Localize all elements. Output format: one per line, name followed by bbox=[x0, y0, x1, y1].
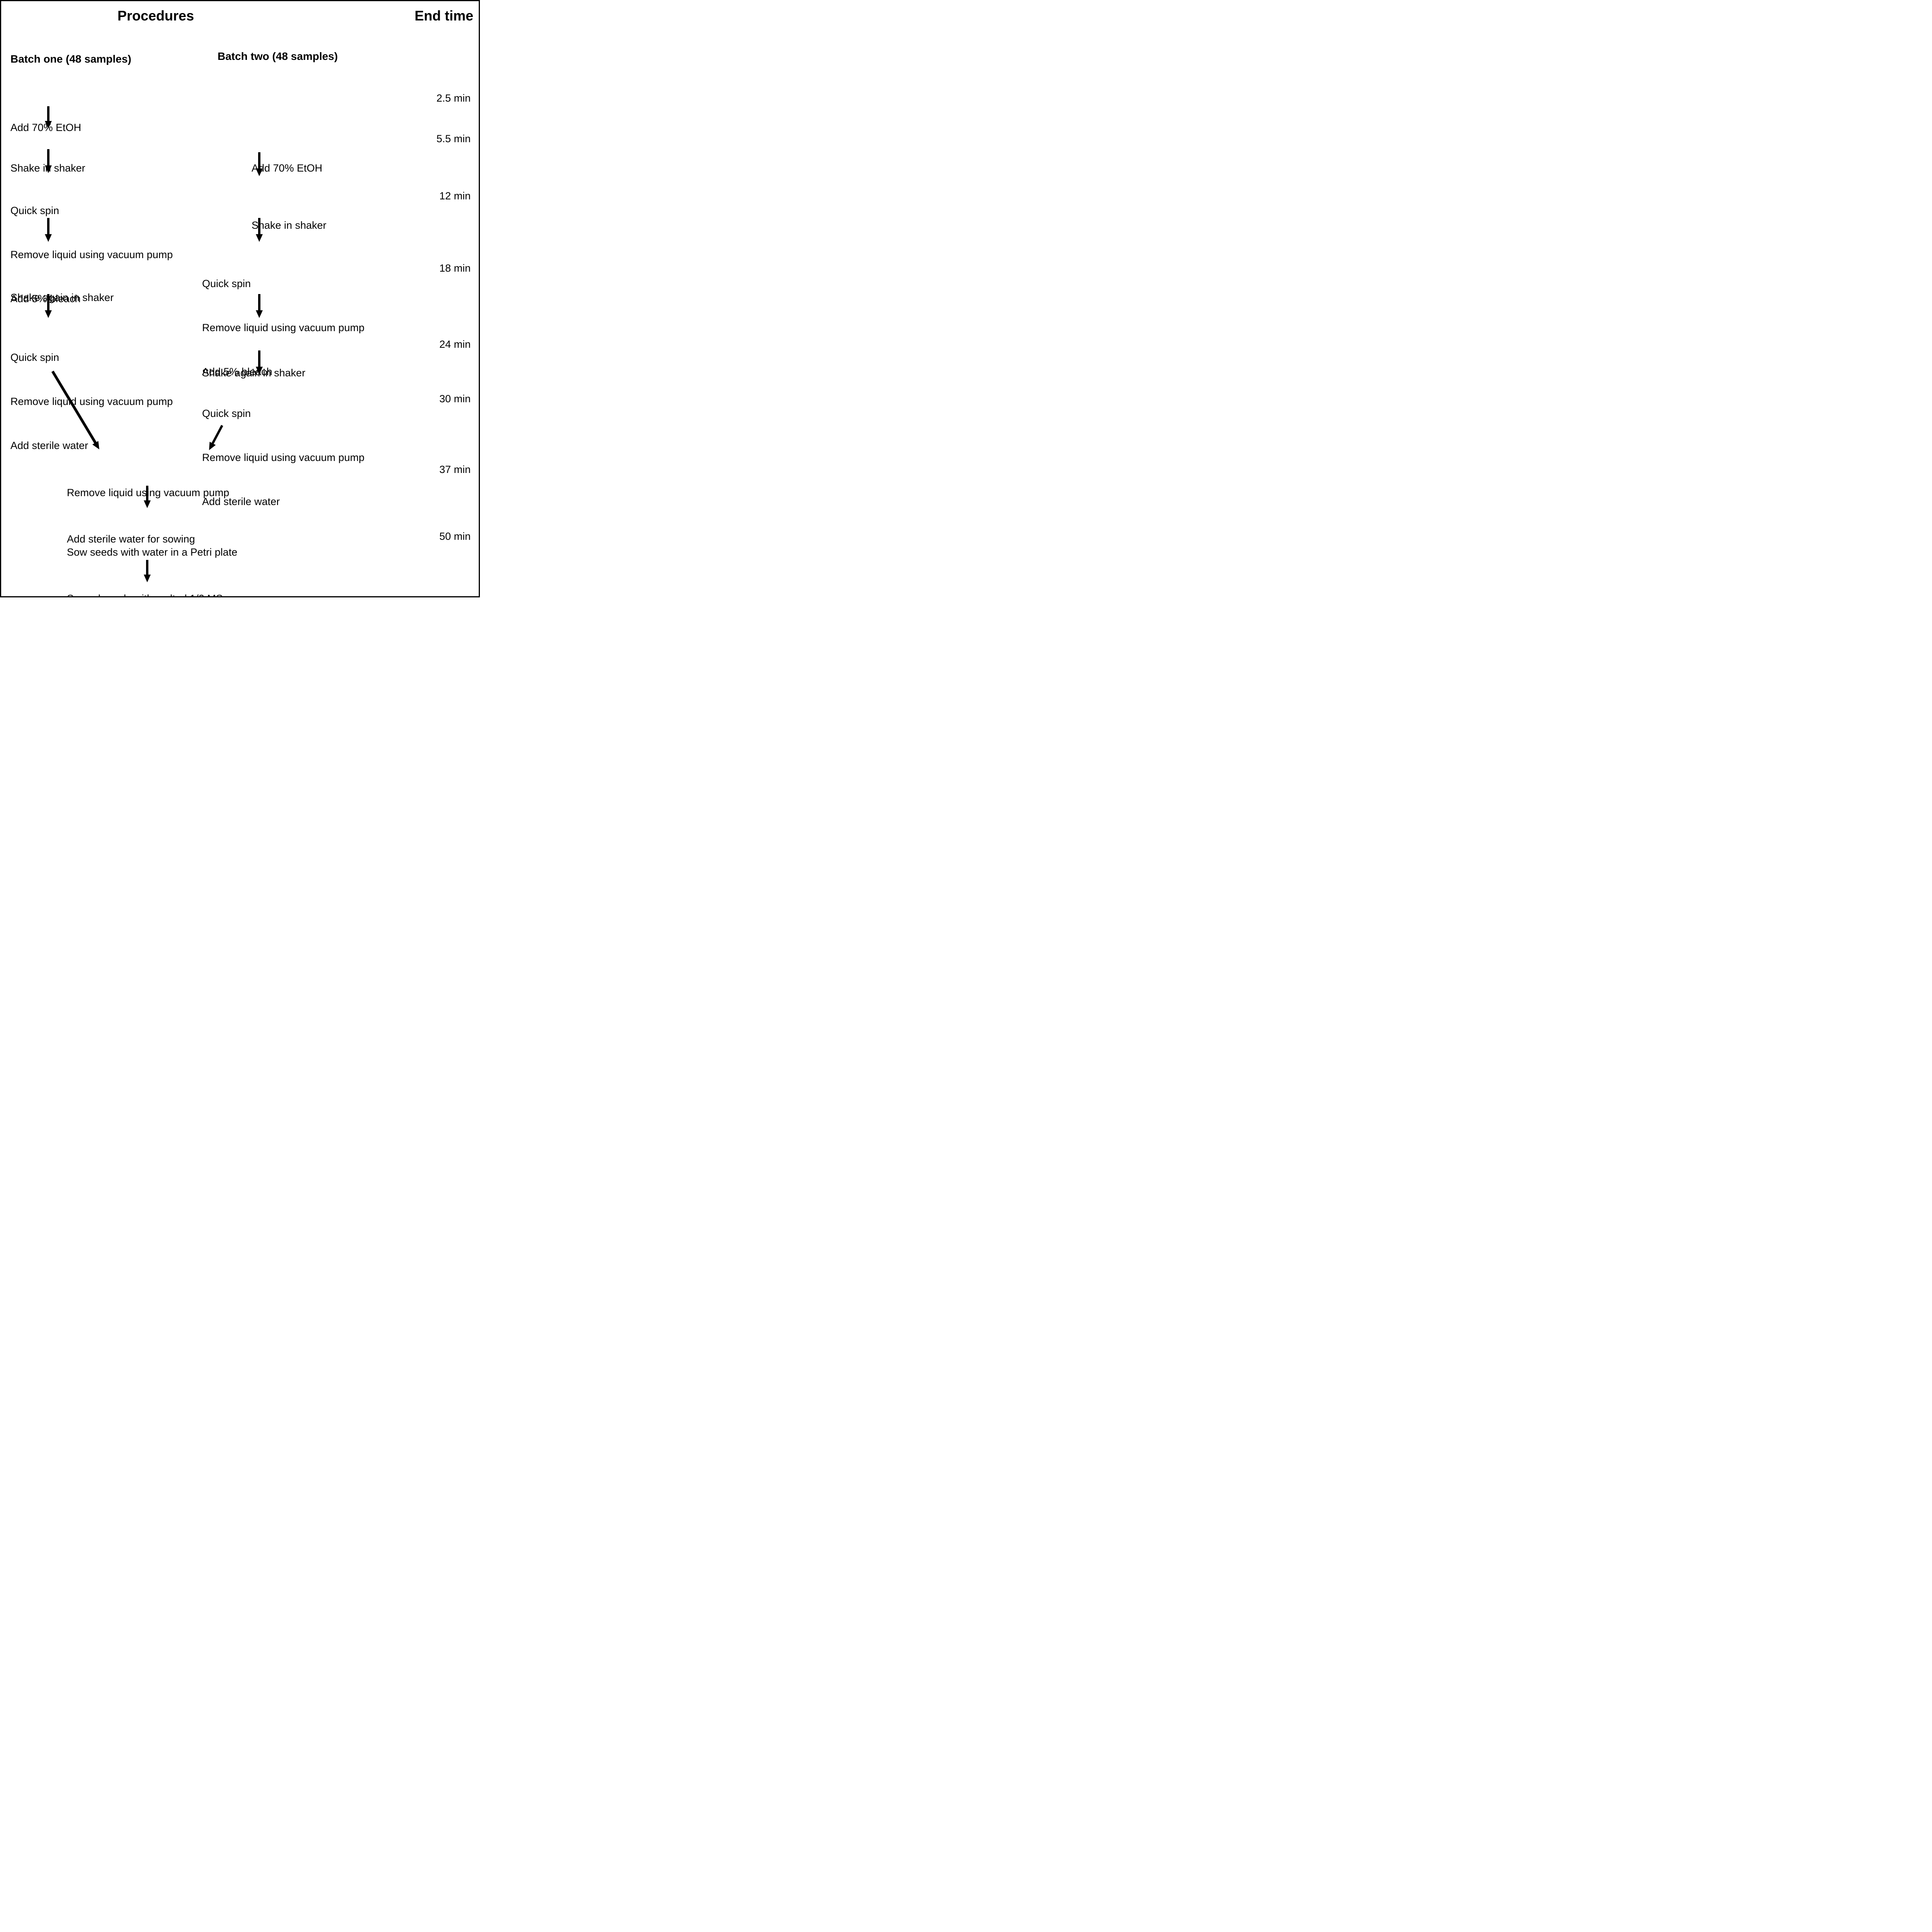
batch-two-step-add-etoh: Add 70% EtOH bbox=[252, 131, 322, 205]
arrow-down-icon bbox=[144, 486, 151, 508]
step-line: Add 70% EtOH bbox=[252, 162, 323, 174]
step-line: Quick spin bbox=[10, 352, 60, 363]
batch-two-step-spin-water: Quick spin Remove liquid using vacuum pu… bbox=[202, 377, 364, 538]
step-line: Sow seeds with water in a Petri plate bbox=[67, 546, 238, 558]
step-line: Spread seeds with melted 1/2 MS bbox=[67, 591, 237, 596]
arrow-down-icon bbox=[256, 294, 263, 318]
arrow-down-icon bbox=[256, 152, 263, 176]
end-time-column-header: End time bbox=[414, 8, 473, 24]
batch-two-step-shake-again: Shake again in shaker bbox=[202, 336, 305, 410]
batch-one-step-spin-water: Quick spin Remove liquid using vacuum pu… bbox=[10, 321, 173, 482]
batch-two-step-spin-bleach: Quick spin Remove liquid using vacuum pu… bbox=[202, 247, 364, 408]
arrow-down-icon bbox=[45, 106, 52, 129]
step-line: Shake in shaker bbox=[252, 219, 327, 231]
step-line: Add sterile water bbox=[10, 440, 88, 451]
end-time-value: 37 min bbox=[439, 464, 471, 475]
batch-one-step-add-etoh: Add 70% EtOH bbox=[10, 91, 81, 164]
end-time-value: 18 min bbox=[439, 262, 471, 274]
flowchart-page: Procedures End time Batch one (48 sample… bbox=[0, 0, 480, 597]
step-line: Shake again in shaker bbox=[202, 367, 306, 379]
end-time-value: 24 min bbox=[439, 338, 471, 350]
arrow-down-icon bbox=[45, 149, 52, 173]
end-time-value: 5.5 min bbox=[436, 133, 471, 145]
step-line: Remove liquid using vacuum pump bbox=[202, 322, 365, 333]
step-line: Quick spin bbox=[202, 278, 251, 289]
step-line: Add sterile water bbox=[202, 496, 280, 507]
page-title: Procedures bbox=[117, 8, 194, 24]
end-time-value: 12 min bbox=[439, 190, 471, 202]
arrow-down-icon bbox=[256, 218, 263, 242]
arrow-down-icon bbox=[256, 350, 263, 374]
step-line: Remove liquid using vacuum pump bbox=[202, 452, 365, 463]
arrow-down-icon bbox=[45, 294, 52, 318]
end-time-value: 2.5 min bbox=[436, 92, 471, 104]
batch-one-header: Batch one (48 samples) bbox=[10, 53, 131, 65]
batch-one-step-spin-bleach: Quick spin Remove liquid using vacuum pu… bbox=[10, 174, 173, 335]
step-line: Quick spin bbox=[202, 408, 251, 419]
flow-arrows-layer bbox=[45, 106, 263, 582]
end-time-value: 30 min bbox=[439, 393, 471, 405]
arrow-down-icon bbox=[144, 560, 151, 582]
step-line: Add sterile water for sowing bbox=[67, 533, 195, 545]
end-time-value: 50 min bbox=[439, 531, 471, 542]
merged-step-sow-seeds: Sow seeds with water in a Petri plate Sp… bbox=[67, 514, 238, 596]
arrow-diagonal-down-left-icon bbox=[209, 425, 223, 450]
step-line: Remove liquid using vacuum pump bbox=[10, 396, 173, 407]
batch-two-header: Batch two (48 samples) bbox=[218, 50, 338, 62]
batch-two-step-shake: Shake in shaker bbox=[252, 189, 327, 262]
arrow-diagonal-down-right-icon bbox=[51, 371, 99, 449]
step-line: Add 5% bleach bbox=[10, 293, 81, 304]
step-line: Remove liquid using vacuum pump bbox=[10, 249, 173, 260]
arrow-down-icon bbox=[45, 218, 52, 242]
step-line: Quick spin bbox=[10, 205, 60, 216]
step-line: Add 70% EtOH bbox=[10, 122, 82, 133]
